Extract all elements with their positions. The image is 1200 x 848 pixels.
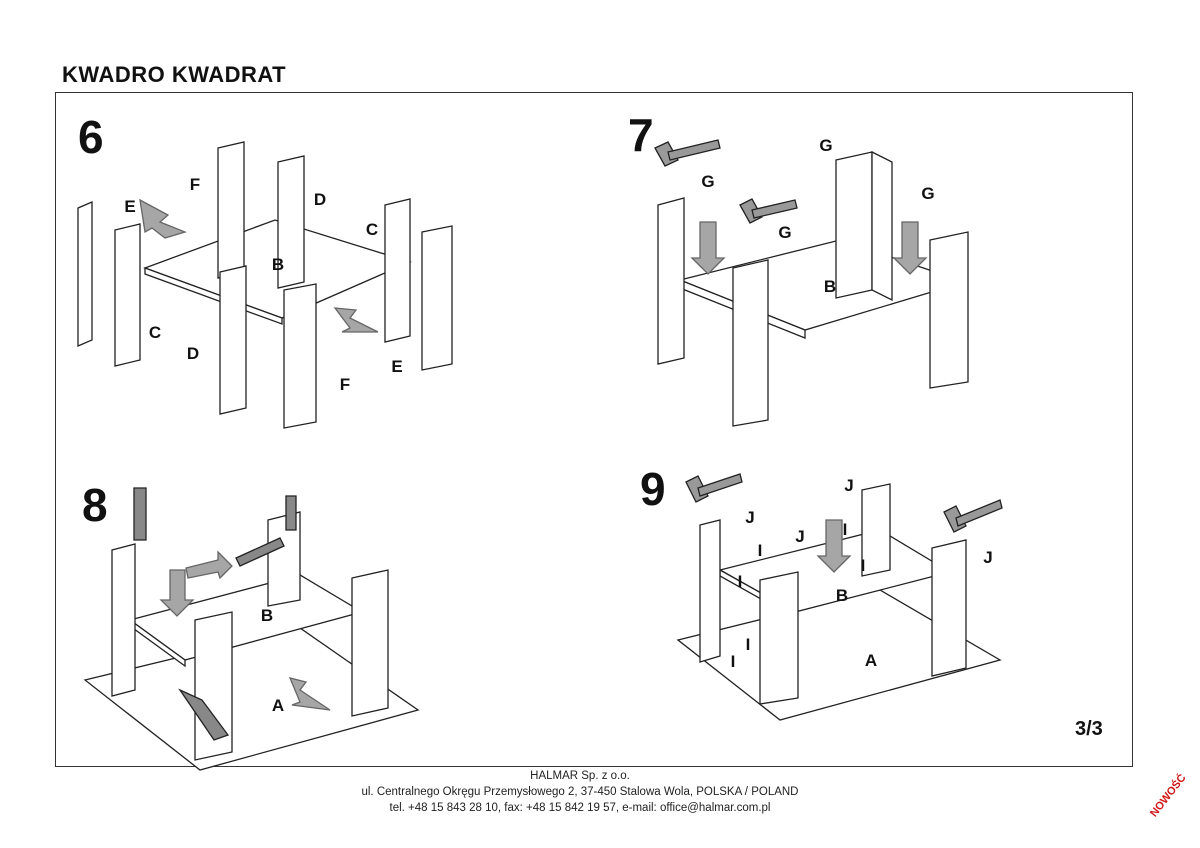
- part-label: G: [921, 184, 935, 203]
- part-label: B: [271, 255, 285, 274]
- part-label: E: [124, 197, 136, 216]
- part-label: I: [757, 541, 763, 560]
- step-6-drawing: [77, 141, 453, 429]
- part-label: A: [864, 651, 878, 670]
- part-label: I: [737, 572, 743, 591]
- part-label: J: [745, 508, 755, 527]
- footer-address: ul. Centralnego Okręgu Przemysłowego 2, …: [361, 786, 799, 798]
- document-title: KWADRO KWADRAT: [62, 62, 287, 87]
- part-label: F: [189, 175, 201, 194]
- part-label: G: [819, 136, 833, 155]
- step-number-9: 9: [640, 463, 666, 515]
- part-label: F: [339, 375, 351, 394]
- part-label: I: [842, 520, 848, 539]
- footer-contact: tel. +48 15 843 28 10, fax: +48 15 842 1…: [389, 802, 771, 814]
- part-label: G: [701, 172, 715, 191]
- instruction-frame: [55, 92, 1133, 767]
- step-number-6: 6: [78, 111, 104, 163]
- part-label: B: [823, 277, 837, 296]
- part-label: B: [835, 586, 849, 605]
- part-label: A: [271, 696, 285, 715]
- part-label: I: [860, 556, 866, 575]
- footer-company: HALMAR Sp. z o.o.: [530, 770, 630, 782]
- part-label: D: [186, 344, 200, 363]
- part-label: E: [391, 357, 403, 376]
- step-number-7: 7: [628, 109, 654, 161]
- step-7-drawing: [654, 139, 969, 427]
- part-label: C: [148, 323, 162, 342]
- part-label: J: [844, 476, 854, 495]
- step-number-8: 8: [82, 479, 108, 531]
- part-label: G: [778, 223, 792, 242]
- part-label: B: [260, 606, 274, 625]
- step-9-drawing: [676, 473, 1003, 721]
- step-8-drawing: [83, 487, 420, 771]
- part-label: D: [313, 190, 327, 209]
- part-label: I: [730, 652, 736, 671]
- part-label: C: [365, 220, 379, 239]
- part-label: J: [983, 548, 993, 567]
- page-number: 3/3: [1075, 718, 1103, 740]
- part-label: I: [745, 635, 751, 654]
- part-label: J: [795, 527, 805, 546]
